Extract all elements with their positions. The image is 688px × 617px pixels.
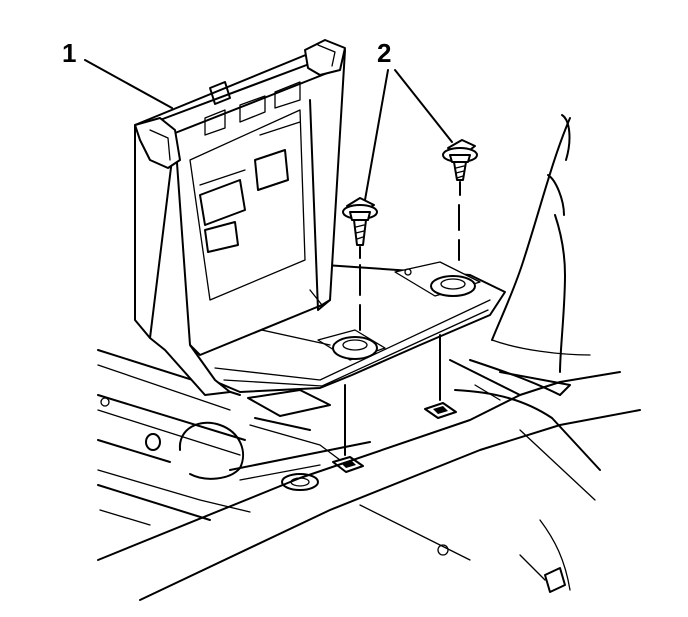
callout-leaders bbox=[84, 59, 453, 201]
floor-mounting-slots bbox=[332, 402, 457, 473]
bolt-left bbox=[342, 197, 378, 331]
callout-label-1: 1 bbox=[62, 38, 77, 68]
callout-label-2: 2 bbox=[377, 38, 392, 68]
battery-tray bbox=[134, 39, 506, 396]
vehicle-floor-structure bbox=[97, 114, 641, 601]
mounting-bolts bbox=[342, 139, 478, 456]
bolt-right bbox=[442, 139, 478, 261]
